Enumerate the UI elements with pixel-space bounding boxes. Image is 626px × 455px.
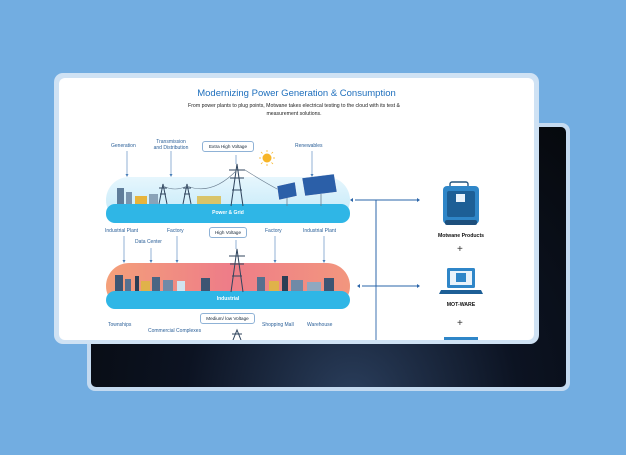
motwane-products-label: Motwane Products (437, 233, 485, 239)
industrial-band (106, 248, 350, 309)
mot-ware-label: MOT-WARE (446, 302, 476, 308)
third-product-icon (444, 337, 478, 340)
power-plant-icon (117, 188, 158, 204)
flow-arrow-heads (350, 198, 420, 288)
shopping-mall-label: Shopping Mall (262, 322, 294, 328)
data-flow-lines (355, 199, 419, 340)
factory-buildings-icon (115, 275, 334, 291)
townships-label: Townships (108, 322, 132, 328)
commercial-complexes-label: Commercial Complexes (148, 328, 202, 334)
transmission-tower-icon (158, 163, 245, 207)
medium-low-voltage-pill: Medium/ low Voltage (200, 313, 255, 324)
warehouse-label: Warehouse (307, 322, 333, 328)
arrow-heads (122, 174, 326, 263)
distribution-tower-icon (232, 328, 242, 340)
infographic-artwork (106, 150, 483, 340)
connector-lines (123, 151, 325, 262)
generation-label: Generation (111, 143, 136, 149)
renewables-label: Renewables (295, 143, 323, 149)
substation-icon (197, 196, 221, 204)
power-lines (162, 169, 280, 191)
factory-right-label: Factory (265, 228, 282, 234)
data-center-label: Data Center (135, 239, 162, 245)
extra-high-voltage-pill: Extra High Voltage (202, 141, 254, 152)
page-subtitle: From power plants to plug points, Motwan… (188, 103, 400, 117)
motwane-device-icon (443, 181, 479, 225)
industrial-plant-right-label: Industrial Plant (303, 228, 337, 234)
infographic-card: Modernizing Power Generation & Consumpti… (59, 78, 534, 340)
industrial-tower-icon (229, 248, 245, 293)
power-grid-band-label: Power & Grid (212, 210, 244, 216)
plus-sign-2: + (457, 318, 463, 329)
industrial-plant-left-label: Industrial Plant (105, 228, 139, 234)
high-voltage-pill: High Voltage (209, 227, 247, 238)
mot-ware-laptop-icon (439, 268, 483, 294)
sun-icon (259, 150, 275, 166)
solar-panel-icon (276, 173, 338, 206)
factory-left-label: Factory (167, 228, 184, 234)
page-title: Modernizing Power Generation & Consumpti… (197, 88, 396, 99)
power-grid-band (106, 150, 350, 223)
transmission-label: Transmission and Distribution (153, 139, 189, 151)
plus-sign-1: + (457, 244, 463, 255)
industrial-band-label: Industrial (216, 296, 240, 302)
